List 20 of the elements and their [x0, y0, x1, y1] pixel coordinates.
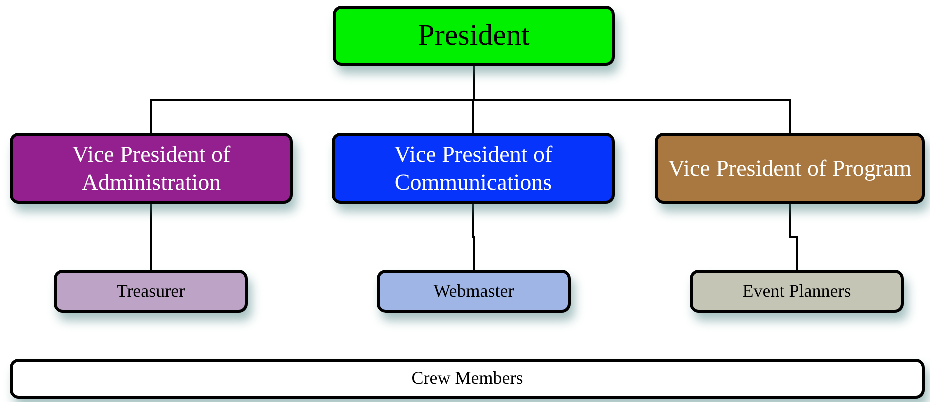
- role-box: [332, 133, 615, 204]
- role-box: [54, 270, 248, 313]
- connector-line: [472, 204, 475, 270]
- role-title: Treasurer: [116, 280, 186, 302]
- role-title: Vice President of Administration: [71, 140, 232, 196]
- role-title: Webmaster: [434, 280, 514, 302]
- role-title: Crew Members: [412, 368, 524, 390]
- role-title: President: [418, 18, 530, 54]
- role-box: [333, 6, 615, 66]
- group-band: [10, 359, 925, 399]
- connector-line: [473, 66, 791, 133]
- role-box: [655, 133, 925, 204]
- role-title: Vice President of Program: [668, 154, 912, 182]
- connector-line: [789, 204, 798, 270]
- connector-line: [150, 204, 152, 270]
- role-title: Event Planners: [742, 280, 852, 302]
- role-box: [10, 133, 293, 204]
- role-box: [377, 270, 571, 313]
- role-title: Vice President of Communications: [393, 140, 554, 196]
- role-box: [690, 270, 904, 313]
